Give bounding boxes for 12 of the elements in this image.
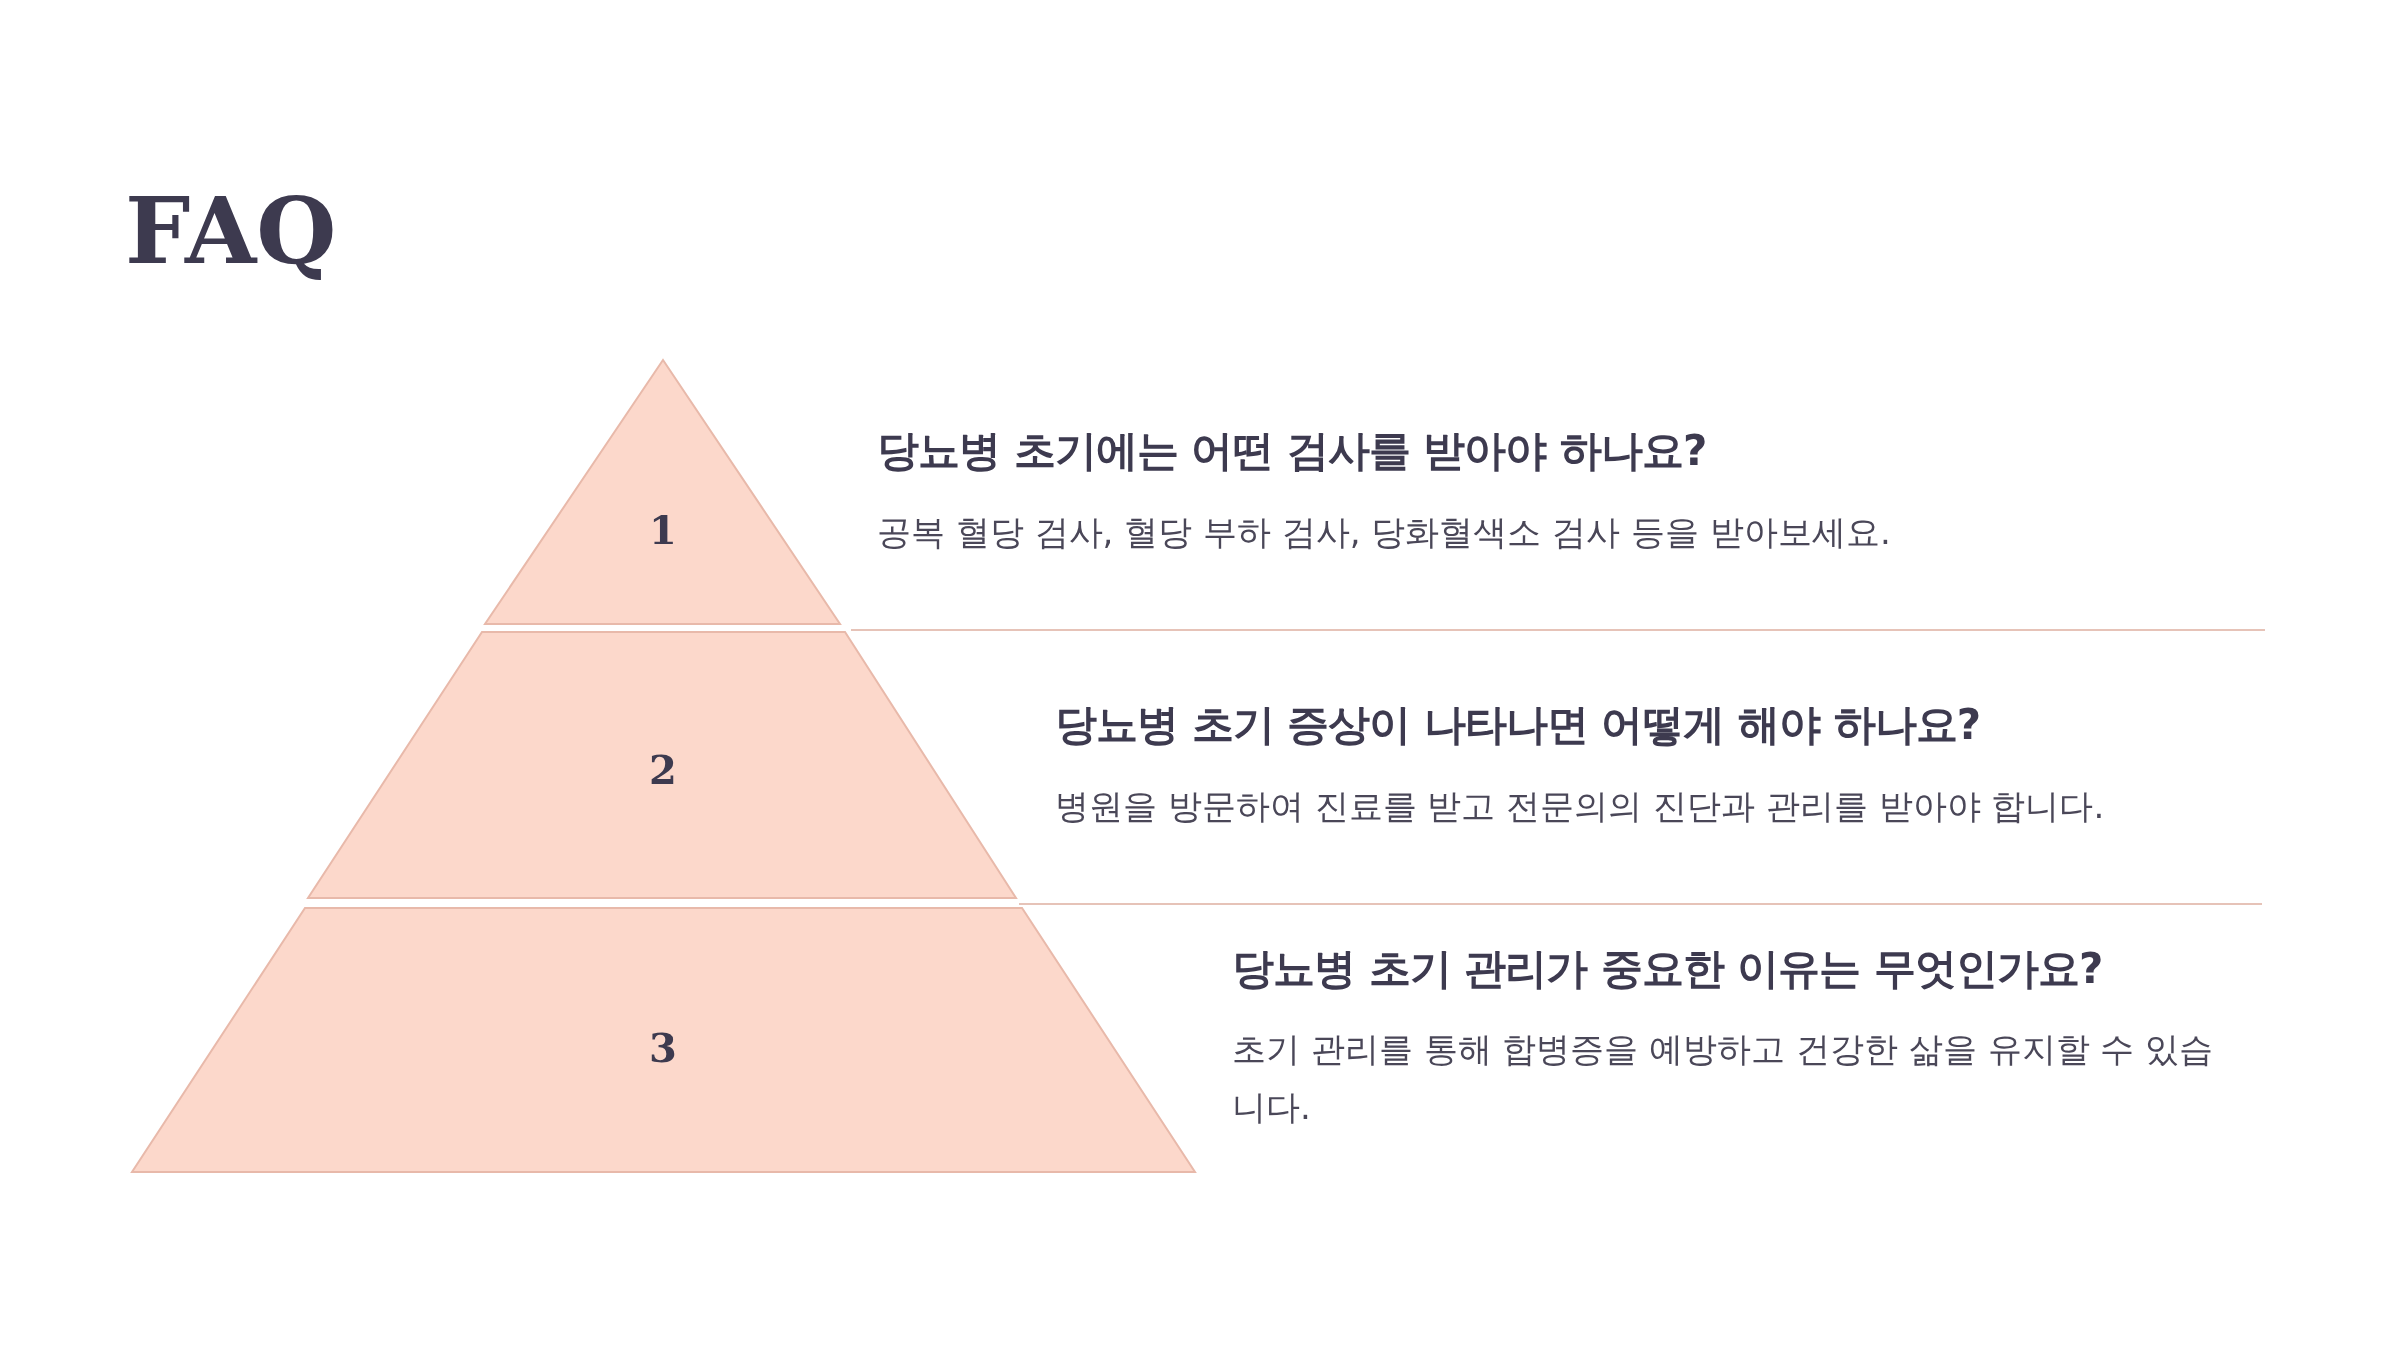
pyramid-tier: [306, 630, 1018, 900]
tier-number: 1: [649, 510, 677, 550]
answer-text: 초기 관리를 통해 합병증을 예방하고 건강한 삶을 유지할 수 있습니다.: [1232, 1028, 2215, 1129]
answer-text: 병원을 방문하여 진료를 받고 전문의의 진단과 관리를 받아야 합니다.: [1055, 785, 2105, 828]
question-heading: 당뇨병 초기에는 어떤 검사를 받아야 하나요?: [877, 425, 1707, 477]
tier-number: 2: [649, 750, 677, 790]
question-heading: 당뇨병 초기 관리가 중요한 이유는 무엇인가요?: [1232, 943, 2103, 995]
answer-text: 공복 혈당 검사, 혈당 부하 검사, 당화혈색소 검사 등을 받아보세요.: [877, 511, 1891, 554]
pyramid-tier: [130, 906, 1197, 1174]
question-heading: 당뇨병 초기 증상이 나타나면 어떻게 해야 하나요?: [1055, 699, 1981, 751]
pyramid-tier: [483, 358, 842, 626]
tier-number: 3: [649, 1028, 677, 1068]
